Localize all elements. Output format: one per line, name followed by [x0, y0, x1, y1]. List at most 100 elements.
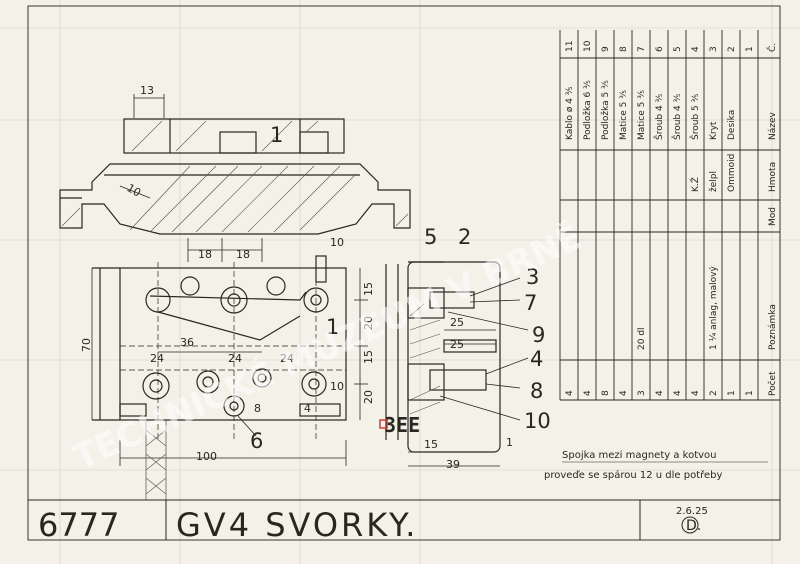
drawing-title: GV4 SVORKY. — [176, 506, 418, 544]
dim-13: 13 — [140, 84, 154, 97]
assembly-note: Spojka mezi magnety a kotvou proveďe se … — [544, 450, 723, 481]
dim-24b: 24 — [228, 352, 242, 365]
dim-1: 1 — [506, 436, 513, 449]
header-nazev: Název — [768, 111, 778, 140]
dim-18a: 18 — [198, 248, 212, 261]
row-hmota-4: K.Ž — [689, 177, 701, 192]
dim-39: 39 — [446, 458, 460, 471]
row-poznamka-3: 1 ¼ anlag, malový — [709, 266, 719, 350]
row-nazev-7: Matice 5 ⅗ — [637, 90, 647, 140]
row-nazev-2: Desika — [727, 110, 737, 140]
note-line-1: Spojka mezi magnety a kotvou — [562, 450, 717, 461]
dim-70: 70 — [80, 338, 93, 352]
drawing-date: 2.6.25 — [676, 506, 708, 517]
callout-3: 3 — [526, 265, 539, 289]
hatching — [61, 120, 409, 233]
row-c-1: 1 — [745, 46, 755, 52]
dim-36a: 36 — [180, 336, 194, 349]
dim-24a: 24 — [150, 352, 164, 365]
row-nazev-11: Kablo ø 4 ⅗ — [565, 86, 575, 140]
row-c-10: 10 — [583, 40, 593, 52]
parts-list-text: Č. Název Hmota Mod Poznámka Počet 1 2 De… — [565, 40, 778, 396]
callout-9: 9 — [532, 323, 545, 347]
row-c-9: 9 — [601, 46, 611, 52]
header-c: Č. — [766, 43, 778, 52]
dim-15a: 15 — [362, 282, 375, 296]
callout-8: 8 — [530, 379, 543, 403]
dim-8: 8 — [254, 402, 261, 415]
dim-24c: 24 — [280, 352, 294, 365]
callout-1-top: 1 — [270, 123, 283, 147]
drawing-number: 6777 — [38, 506, 119, 544]
row-hmota-3: želpl — [709, 171, 719, 192]
dim-100: 100 — [196, 450, 217, 463]
row-pocet-1: 1 — [745, 390, 755, 396]
dim-15b: 15 — [362, 350, 375, 364]
row-nazev-8: Matice 5 ⅗ — [619, 90, 629, 140]
parts-list-grid — [559, 30, 780, 401]
callout-2: 2 — [458, 225, 471, 249]
row-pocet-9: 8 — [601, 390, 611, 396]
header-poznamka: Poznámka — [768, 304, 778, 350]
side-hatching — [409, 303, 441, 415]
row-pocet-10: 4 — [583, 390, 593, 396]
dim-4: 4 — [304, 402, 311, 415]
header-hmota: Hmota — [768, 162, 778, 192]
row-c-3: 3 — [709, 46, 719, 52]
centerlines — [120, 262, 346, 440]
row-pocet-7: 3 — [637, 390, 647, 396]
row-nazev-6: Šroub 4 ⅗ — [653, 93, 665, 140]
note-line-2: proveďe se spárou 12 u dle potřeby — [544, 469, 723, 481]
callout-5: 5 — [424, 225, 437, 249]
red-stamp-mark — [379, 419, 388, 429]
callout-10: 10 — [524, 409, 551, 433]
row-c-7: 7 — [637, 46, 647, 52]
dim-10b: 10 — [330, 236, 344, 249]
row-pocet-11: 4 — [565, 390, 575, 396]
cable — [145, 420, 167, 500]
front-view-body — [92, 255, 347, 421]
row-nazev-4: Šroub 5 ⅗ — [689, 93, 701, 140]
row-c-11: 11 — [565, 41, 575, 52]
dimension-lines-top — [119, 94, 263, 262]
dim-20a: 20 — [362, 316, 375, 330]
callout-7: 7 — [524, 291, 537, 315]
dim-25a: 25 — [450, 316, 464, 329]
leader-lines — [237, 277, 529, 467]
dim-10: 10 — [125, 181, 144, 199]
top-view-armature — [59, 118, 411, 235]
row-hmota-2: Ommoid — [727, 154, 737, 192]
side-view — [385, 261, 501, 453]
row-nazev-3: Kryt — [709, 121, 719, 140]
dim-20b: 20 — [362, 390, 375, 404]
title-block-text: 6777 GV4 SVORKY. 2.6.25 D. — [38, 506, 708, 544]
sheet-border — [27, 5, 781, 541]
row-nazev-9: Podložka 5 ⅗ — [601, 80, 611, 140]
row-pocet-4: 4 — [691, 390, 701, 396]
stamp-number: 3EE — [384, 413, 420, 437]
callout-numbers: 1 1 2 3 4 5 6 7 8 9 10 — [250, 123, 551, 453]
callout-4: 4 — [530, 347, 543, 371]
row-c-5: 5 — [673, 46, 683, 52]
row-c-6: 6 — [655, 46, 665, 52]
header-mod: Mod — [768, 207, 778, 226]
dim-18b: 18 — [236, 248, 250, 261]
dim-10c: 10 — [330, 380, 344, 393]
callout-6: 6 — [250, 429, 263, 453]
dimension-lines-front — [91, 268, 368, 466]
row-nazev-10: Podložka 6 ⅗ — [583, 80, 593, 140]
row-c-8: 8 — [619, 46, 629, 52]
signature-circle — [681, 516, 699, 534]
callout-1-front: 1 — [326, 315, 339, 339]
row-pocet-8: 4 — [619, 390, 629, 396]
row-poznamka-7: 20 dl — [637, 327, 647, 350]
row-pocet-2: 1 — [727, 390, 737, 396]
dimension-labels: 13 10 18 18 10 70 36 24 24 24 15 20 15 2… — [80, 84, 513, 471]
row-c-4: 4 — [691, 46, 701, 52]
dim-25b: 25 — [450, 338, 464, 351]
row-nazev-5: Šroub 4 ⅗ — [671, 93, 683, 140]
row-pocet-5: 4 — [673, 390, 683, 396]
